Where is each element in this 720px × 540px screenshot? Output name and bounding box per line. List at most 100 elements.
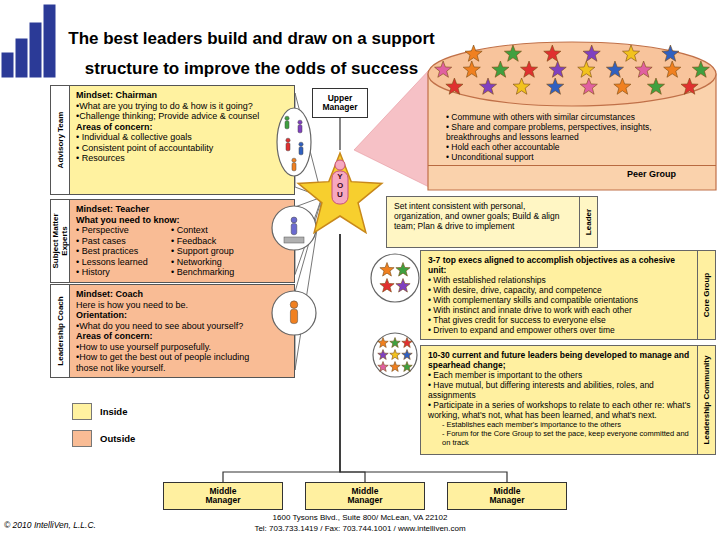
peer-label-band: Peer Group bbox=[428, 165, 716, 183]
box-label: Middle Manager bbox=[198, 487, 248, 506]
legend-text: Inside bbox=[100, 406, 127, 417]
body-text: • Individual & collective goals bbox=[76, 132, 266, 143]
figure-body bbox=[285, 121, 289, 129]
figure-body bbox=[291, 223, 297, 234]
small-star bbox=[647, 78, 664, 94]
group-circle-icon bbox=[370, 253, 420, 303]
small-star bbox=[583, 45, 600, 61]
small-star bbox=[380, 263, 394, 277]
body-text: • Have mutual, but differing interests a… bbox=[428, 380, 691, 400]
box-label: Middle Manager bbox=[340, 487, 390, 506]
group-circle-icon bbox=[370, 330, 420, 380]
figure-head bbox=[335, 160, 345, 170]
side-label: Subject Matter Experts bbox=[51, 200, 69, 282]
small-star bbox=[396, 263, 410, 277]
bullet-text: • Networking bbox=[171, 257, 266, 268]
label-area: © 2010 IntelliVen, L.L.C. bbox=[4, 520, 204, 530]
bullet-text: • Perspective bbox=[76, 225, 171, 236]
legend-row: Inside bbox=[72, 403, 135, 420]
small-star bbox=[547, 78, 564, 94]
body-text: • Each member is important to the others bbox=[428, 370, 691, 380]
small-star bbox=[479, 78, 496, 94]
small-star bbox=[378, 338, 388, 348]
star-outline bbox=[298, 153, 382, 233]
heading-text: 10-30 current and future leaders being d… bbox=[428, 350, 691, 370]
small-star bbox=[664, 61, 681, 77]
small-star bbox=[504, 45, 521, 61]
panel-icon bbox=[271, 288, 317, 344]
figure-body bbox=[286, 143, 290, 151]
small-star bbox=[580, 78, 597, 94]
small-star bbox=[513, 78, 530, 94]
bullet-text: • Commune with others with similar circu… bbox=[446, 112, 696, 122]
group-label: Core Group bbox=[698, 251, 715, 339]
figure-body bbox=[290, 309, 297, 323]
small-star bbox=[380, 279, 394, 293]
body-text: • Participate in a series of workshops t… bbox=[428, 400, 691, 420]
small-star bbox=[465, 45, 482, 61]
bullet-text: • Past cases bbox=[76, 236, 171, 247]
small-star bbox=[662, 45, 679, 61]
small-star bbox=[549, 61, 566, 77]
icon-circle bbox=[373, 333, 417, 377]
small-star bbox=[578, 61, 595, 77]
small-star bbox=[492, 61, 509, 77]
group-label-strip: Leadership Community bbox=[697, 346, 715, 454]
body-text: •How to get the best out of people inclu… bbox=[76, 352, 266, 373]
small-star bbox=[378, 362, 388, 372]
bullet-text: • Hold each other accountable bbox=[446, 142, 696, 152]
heading-text: What you need to know: bbox=[76, 215, 266, 226]
side-label-strip: Advisory Team bbox=[50, 85, 70, 195]
connector-line bbox=[339, 118, 340, 150]
icon-bar bbox=[43, 4, 56, 78]
group-label: Leader bbox=[580, 197, 597, 247]
contact-line: Tel: 703.733.1419 / Fax: 703.744.1001 / … bbox=[210, 524, 510, 534]
panel-body: Mindset: TeacherWhat you need to know:• … bbox=[69, 199, 295, 283]
bullet-column: • Context• Feedback• Support group• Netw… bbox=[171, 225, 266, 278]
heading-text: Areas of concern: bbox=[76, 122, 266, 133]
legend-swatch bbox=[72, 403, 92, 420]
figure-body bbox=[298, 125, 302, 133]
you-star: YOU bbox=[296, 150, 384, 238]
peer-body: • Commune with others with similar circu… bbox=[428, 40, 716, 165]
bullet-text: • Benchmarking bbox=[171, 267, 266, 278]
figure-head bbox=[298, 120, 302, 124]
side-label: Leadership Coach bbox=[51, 285, 69, 377]
heading-text: Mindset: Coach bbox=[76, 289, 266, 300]
icon-bar bbox=[1, 52, 14, 78]
middle-manager-box: Middle Manager bbox=[163, 482, 283, 510]
body-text: • With established relationships bbox=[428, 275, 691, 285]
body-text: - Establishes each member's importance t… bbox=[428, 420, 691, 429]
group-label: Leadership Community bbox=[698, 346, 715, 454]
body-text: •How to use yourself purposefully. bbox=[76, 342, 266, 353]
bullet-text: • Feedback bbox=[171, 236, 266, 247]
icon-circle bbox=[272, 206, 316, 250]
small-star bbox=[435, 61, 452, 77]
group-body: Set intent consistent with personal, org… bbox=[387, 197, 579, 247]
label-area: Tel: 703.733.1419 / Fax: 703.744.1001 / … bbox=[210, 524, 510, 534]
bullet-columns: • Perspective• Past cases• Best practice… bbox=[76, 225, 266, 278]
small-star bbox=[390, 362, 400, 372]
legend: InsideOutside bbox=[72, 403, 135, 457]
group-box: Set intent consistent with personal, org… bbox=[386, 196, 598, 248]
side-label: Advisory Team bbox=[51, 86, 69, 194]
figure-body bbox=[292, 163, 296, 171]
experts-panel: Subject Matter ExpertsMindset: TeacherWh… bbox=[50, 199, 295, 283]
group-box: 10-30 current and future leaders being d… bbox=[420, 345, 716, 455]
panel-icon bbox=[271, 85, 317, 195]
legend-text: Outside bbox=[100, 433, 135, 444]
small-star bbox=[446, 78, 463, 94]
address-line: 1600 Tysons Blvd., Suite 800/ McLean, VA… bbox=[210, 513, 510, 523]
heading-text: Areas of concern: bbox=[76, 331, 266, 342]
bullet-text: • Share and compare problems, perspectiv… bbox=[446, 122, 696, 142]
panel-icon bbox=[271, 203, 317, 259]
peer-group-cylinder: • Commune with others with similar circu… bbox=[428, 40, 716, 190]
org-line bbox=[340, 234, 365, 482]
body-text: Here is how you need to be. bbox=[76, 300, 266, 311]
side-label-strip: Subject Matter Experts bbox=[50, 199, 70, 283]
body-text: • Driven to expand and empower others ov… bbox=[428, 325, 691, 335]
icon-circle bbox=[371, 254, 419, 302]
group-box: 3-7 top execs aligned to accomplish obje… bbox=[420, 250, 716, 340]
panel-body: Mindset: CoachHere is how you need to be… bbox=[69, 284, 295, 378]
figure-head bbox=[292, 158, 296, 162]
